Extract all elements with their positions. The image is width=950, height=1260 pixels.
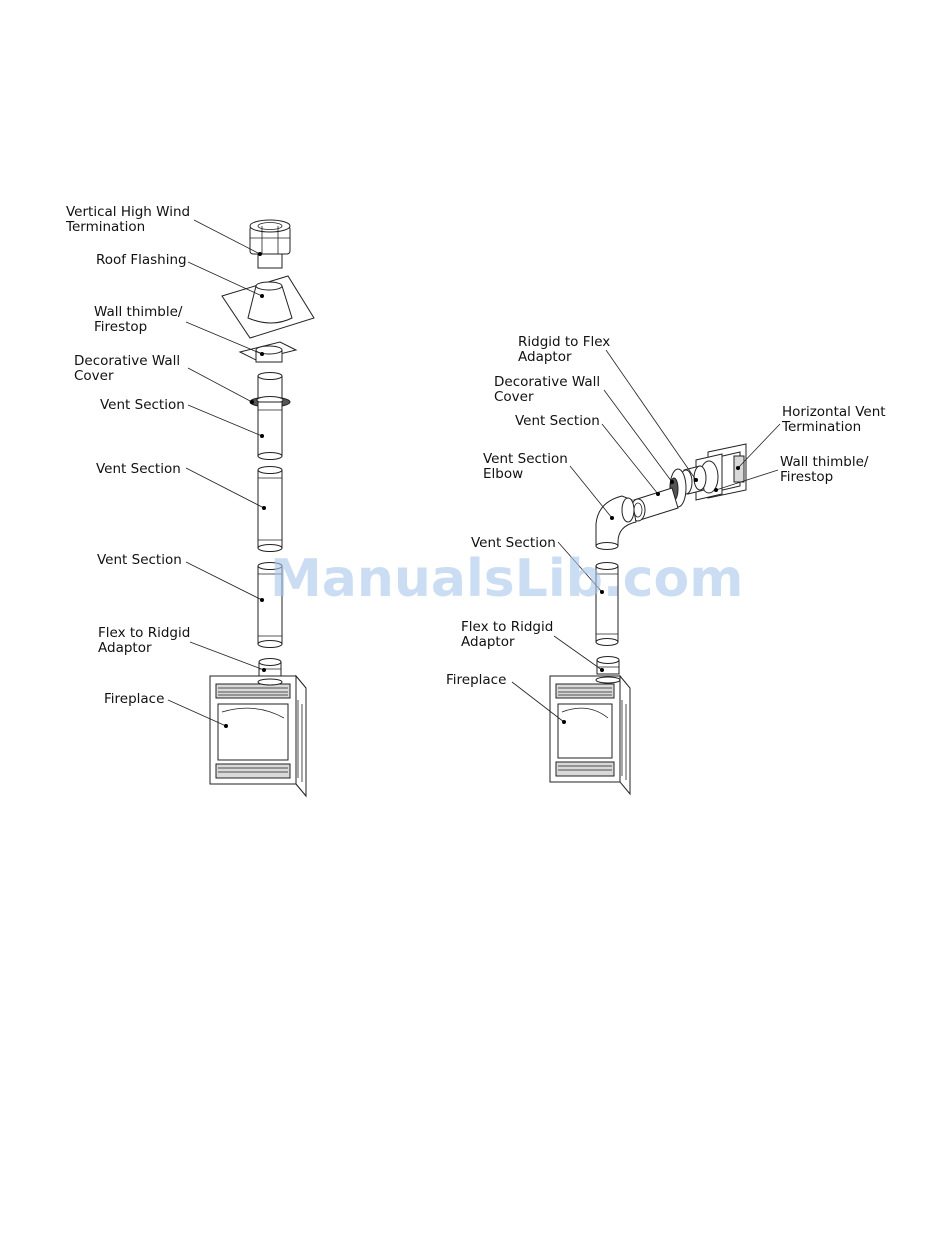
- label-decorative-wall-cover: Decorative Wall Cover: [74, 353, 254, 404]
- svg-text:Flex to Ridgid: Flex to Ridgid: [461, 619, 553, 635]
- svg-text:Vent Section: Vent Section: [96, 461, 181, 477]
- svg-text:Termination: Termination: [65, 219, 145, 235]
- svg-text:Adaptor: Adaptor: [461, 634, 515, 650]
- left-assembly: [209, 219, 315, 798]
- label-vent-section-horizontal: Vent Section: [515, 413, 660, 496]
- svg-text:Vent Section: Vent Section: [515, 413, 600, 429]
- watermark: ManualsLib.com: [270, 549, 743, 609]
- svg-text:Decorative Wall: Decorative Wall: [494, 374, 600, 390]
- wall-thimble-firestop: [238, 341, 298, 363]
- label-wall-thimble-firestop: Wall thimble/ Firestop: [94, 304, 264, 356]
- label-roof-flashing: Roof Flashing: [96, 252, 264, 298]
- svg-text:Vent Section: Vent Section: [483, 451, 568, 467]
- label-vent-section-elbow: Vent Section Elbow: [483, 451, 614, 520]
- svg-text:Vertical High Wind: Vertical High Wind: [66, 204, 190, 220]
- label-vent-section-2: Vent Section: [96, 461, 266, 510]
- svg-text:Decorative Wall: Decorative Wall: [74, 353, 180, 369]
- right-callouts: Ridgid to Flex Adaptor Decorative Wall C…: [446, 334, 886, 724]
- svg-text:Ridgid to Flex: Ridgid to Flex: [518, 334, 610, 350]
- svg-text:Fireplace: Fireplace: [446, 672, 506, 688]
- svg-text:Termination: Termination: [781, 419, 861, 435]
- label-wall-thimble-firestop-right: Wall thimble/ Firestop: [714, 454, 869, 492]
- svg-text:Cover: Cover: [74, 368, 114, 384]
- label-vent-section-vertical: Vent Section: [471, 535, 604, 594]
- label-flex-to-ridgid-adaptor-right: Flex to Ridgid Adaptor: [461, 619, 604, 672]
- flex-to-ridgid-adaptor-right: [596, 656, 620, 675]
- label-vent-section-3: Vent Section: [97, 552, 264, 602]
- svg-text:Roof Flashing: Roof Flashing: [96, 252, 187, 268]
- roof-flashing: [221, 275, 315, 339]
- vent-section-vertical: [595, 562, 619, 646]
- vent-section-elbow: [595, 495, 637, 550]
- label-vertical-high-wind-termination: Vertical High Wind Termination: [65, 204, 262, 256]
- svg-text:Vent Section: Vent Section: [100, 397, 185, 413]
- svg-text:Vent Section: Vent Section: [97, 552, 182, 568]
- svg-text:Cover: Cover: [494, 389, 534, 405]
- label-horizontal-vent-termination: Horizontal Vent Termination: [736, 404, 886, 470]
- fireplace-right: [549, 674, 631, 796]
- flex-to-ridgid-adaptor: [258, 658, 282, 677]
- label-decorative-wall-cover-right: Decorative Wall Cover: [494, 374, 674, 484]
- label-fireplace-right: Fireplace: [446, 672, 566, 724]
- vent-section-2: [257, 466, 283, 552]
- right-assembly: [549, 443, 747, 796]
- vertical-high-wind-termination: [249, 219, 291, 269]
- svg-text:Vent Section: Vent Section: [471, 535, 556, 551]
- svg-text:Wall thimble/: Wall thimble/: [94, 304, 183, 320]
- vent-section-1: [257, 401, 283, 460]
- svg-text:Firestop: Firestop: [780, 469, 833, 485]
- vent-section-3: [257, 562, 283, 648]
- svg-text:Flex to Ridgid: Flex to Ridgid: [98, 625, 190, 641]
- left-callouts: Vertical High Wind Termination Roof Flas…: [65, 204, 266, 728]
- svg-text:Adaptor: Adaptor: [518, 349, 572, 365]
- label-fireplace: Fireplace: [104, 691, 228, 728]
- vent-section-horizontal: [630, 487, 679, 522]
- label-flex-to-ridgid-adaptor: Flex to Ridgid Adaptor: [98, 625, 266, 672]
- svg-text:Fireplace: Fireplace: [104, 691, 164, 707]
- label-vent-section-1: Vent Section: [100, 397, 264, 438]
- svg-text:Horizontal Vent: Horizontal Vent: [782, 404, 886, 420]
- svg-text:Firestop: Firestop: [94, 319, 147, 335]
- svg-text:Adaptor: Adaptor: [98, 640, 152, 656]
- svg-text:Wall thimble/: Wall thimble/: [780, 454, 869, 470]
- svg-text:Elbow: Elbow: [483, 466, 523, 482]
- fireplace-left: [209, 674, 307, 798]
- label-ridgid-to-flex-adaptor: Ridgid to Flex Adaptor: [518, 334, 698, 482]
